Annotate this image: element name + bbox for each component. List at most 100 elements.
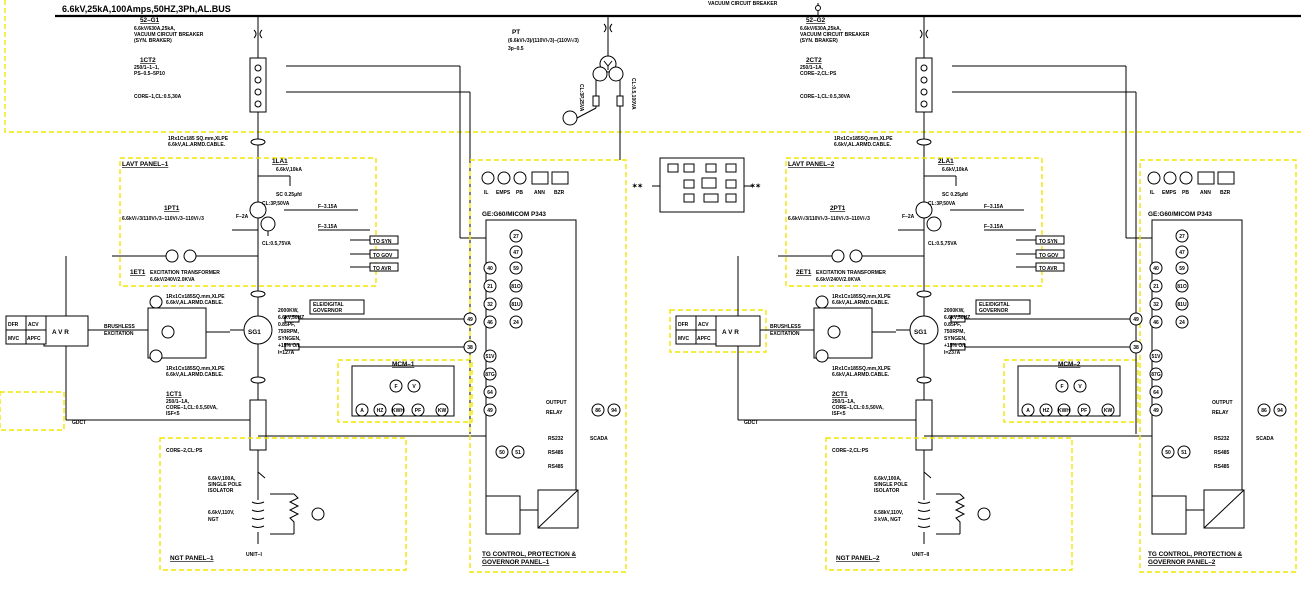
unit2-ct2-tag: 2CT1 — [832, 391, 848, 398]
unit1-ct-core: CORE–1,CL:0.5,30A — [134, 94, 182, 100]
unit1-relay-27: 27 — [509, 229, 523, 243]
unit1-scada-label: SCADA — [590, 436, 608, 442]
svg-text:PF: PF — [415, 408, 421, 414]
svg-text:40: 40 — [1153, 266, 1159, 272]
unit2-meter-f: F — [1055, 379, 1069, 393]
unit2-relay-24: 24 — [1175, 315, 1189, 329]
unit2-pushbutton-icon — [1179, 171, 1193, 185]
unit2-relay-94: 94 — [1273, 403, 1287, 417]
unit2-ind-pb: PB — [1182, 190, 1189, 196]
unit1-ind-ann: ANN — [534, 190, 545, 196]
unit2-output-relay-line-2: RELAY — [1212, 410, 1229, 416]
unit2-cable3-line-2: 6.6kV,AL.ARMD.CABLE. — [832, 372, 890, 378]
unit2-emergency-pb-icon — [1163, 171, 1177, 185]
unit2-gen-rating-line-3: 0.85PF, — [944, 322, 962, 328]
unit1-ngt-panel-title: NGT PANEL–1 — [170, 555, 214, 562]
svg-text:86: 86 — [595, 408, 601, 414]
unit1-cable3-line-1: 1Rx1Cx185SQ.mm,XLPE — [166, 366, 225, 372]
unit1-brushless-line-1: BRUSHLESS — [104, 324, 136, 330]
unit1-ct-desc-line-2: PS–0.5–5P10 — [134, 71, 165, 77]
unit1-ind-emps: EMPS — [496, 190, 511, 196]
unit1-meter-ammeter: A — [355, 403, 369, 417]
svg-text:87G: 87G — [1151, 372, 1161, 378]
unit1-relay-51V: 51V — [483, 349, 497, 363]
unit2-relay-38: 38 — [1129, 340, 1143, 354]
unit2-cl-3p: CL:3P,50VA — [928, 201, 956, 207]
unit1-emergency-pb-icon — [497, 171, 511, 185]
unit2-ct2-desc-line-1: 250/1–1A, — [832, 399, 856, 405]
unit2-ind-ann: ANN — [1200, 190, 1211, 196]
unit1-buzzer-box — [551, 171, 569, 185]
unit1-lavt-panel-title: LAVT PANEL–1 — [122, 161, 169, 168]
svg-text:KW: KW — [1104, 408, 1113, 414]
unit1-relay-header: GE:G60/MICOM P343 — [482, 211, 546, 218]
svg-text:21: 21 — [487, 284, 493, 290]
unit2-relay-49-ext: 49 — [1129, 312, 1143, 326]
unit2-gov-label-line-2: GOVERNOR — [979, 308, 1009, 314]
unit2-meter-kwh: KWH — [1057, 403, 1071, 417]
unit1-pt-desc: 6.6kV/√3/110V/√3–110V/√3–110V/√3 — [122, 216, 204, 222]
unit1-relay-21: 21 — [483, 279, 497, 293]
svg-text:81O: 81O — [511, 284, 521, 290]
svg-text:38: 38 — [467, 345, 473, 351]
svg-text:51: 51 — [1181, 450, 1187, 456]
unit2-gen-label: SG1 — [914, 329, 927, 336]
unit1-ct2-desc-line-1: 250/1–1A, — [166, 399, 190, 405]
svg-text:49: 49 — [487, 408, 493, 414]
unit1-ext-desc-line-2: 6.6kV/240V/2.0KVA — [150, 277, 195, 283]
unit1-fuse1: F–3.15A — [318, 204, 338, 210]
unit1-relay-49: 49 — [483, 403, 497, 417]
unit1-pushbutton-icon — [513, 171, 527, 185]
unit2-meter-frequency: HZ — [1039, 403, 1053, 417]
unit2-breaker-desc-line-2: VACUUM CIRCUIT BREAKER — [800, 32, 870, 38]
svg-text:24: 24 — [1179, 320, 1185, 326]
svg-text:32: 32 — [1153, 302, 1159, 308]
unit2-relay-49: 49 — [1149, 403, 1163, 417]
unit2-to-gov: TO GOV — [1039, 253, 1059, 259]
pt-cl-b: CL:3P,25VA — [578, 84, 584, 112]
unit2-cable1-line-1: 1Rx1Cx185SQ.mm,XLPE — [834, 136, 893, 142]
unit1-pt-tag: 1PT1 — [164, 205, 180, 212]
unit2-meter-kw: KW — [1101, 403, 1115, 417]
unit1-relay-59: 59 — [509, 261, 523, 275]
svg-text:81U: 81U — [511, 302, 521, 308]
unit2-avr-apfc: APFC — [697, 336, 711, 342]
unit1-cable1-line-2: 6.6kV,AL.ARMD.CABLE. — [168, 142, 226, 148]
unit1-ext-desc-line-1: EXCITATION TRANSFORMER — [150, 270, 220, 276]
svg-text:40: 40 — [487, 266, 493, 272]
unit1-ngt-desc-line-2: NGT — [208, 517, 219, 523]
unit1-core2: CORE–2,CL:PS — [166, 448, 203, 454]
svg-text:47: 47 — [513, 250, 519, 256]
unit1-breaker-desc-line-3: (SYN. BRAKER) — [134, 38, 172, 44]
unit2-relay-59: 59 — [1175, 261, 1189, 275]
unit2-ct-core: CORE–1,CL:0.5,30VA — [800, 94, 851, 100]
unit1-relay-81O: 81O — [509, 279, 523, 293]
unit1-gen-rating-line-5: SYNGEN, — [278, 336, 301, 342]
unit1-relay-51: 51 — [511, 445, 525, 459]
unit1-gen-rating-line-7: I=127A — [278, 350, 295, 356]
svg-text:HZ: HZ — [377, 408, 384, 414]
unit2-relay-81U: 81U — [1175, 297, 1189, 311]
unit2-relay-50: 50 — [1161, 445, 1175, 459]
unit1-relay-64: 64 — [483, 385, 497, 399]
unit1-fuse2: F–3.15A — [318, 224, 338, 230]
pt-rating: (6.6kV/√3)/(110V/√3)–(110V/√3) — [508, 38, 579, 44]
unit1-comm-rs485-a: RS485 — [548, 450, 564, 456]
unit2-relay-51: 51 — [1177, 445, 1191, 459]
unit1-breaker-tag: 52–G1 — [140, 17, 160, 24]
unit1-fuse3: F–2A — [236, 214, 249, 220]
unit1-ct2-desc-line-2: CORE–1,CL:0.5,50VA, — [166, 405, 218, 411]
unit1-output-relay-line-2: RELAY — [546, 410, 563, 416]
unit2-relay-32: 32 — [1149, 297, 1163, 311]
unit2-ct2-desc-line-3: ISF<5 — [832, 411, 846, 417]
unit1-unit-label: UNIT–I — [246, 552, 262, 558]
unit1-sc-label: SC 0.25μfd — [276, 192, 302, 198]
unit1-ind-pb: PB — [516, 190, 523, 196]
svg-text:HZ: HZ — [1043, 408, 1050, 414]
unit2-fuse3: F–2A — [902, 214, 915, 220]
unit1-avr-mvc: MVC — [8, 336, 20, 342]
bus-vcb-symbol — [815, 3, 821, 16]
unit2-buzzer-box — [1217, 171, 1235, 185]
sync-marks-right: ✶✶ — [750, 183, 761, 190]
